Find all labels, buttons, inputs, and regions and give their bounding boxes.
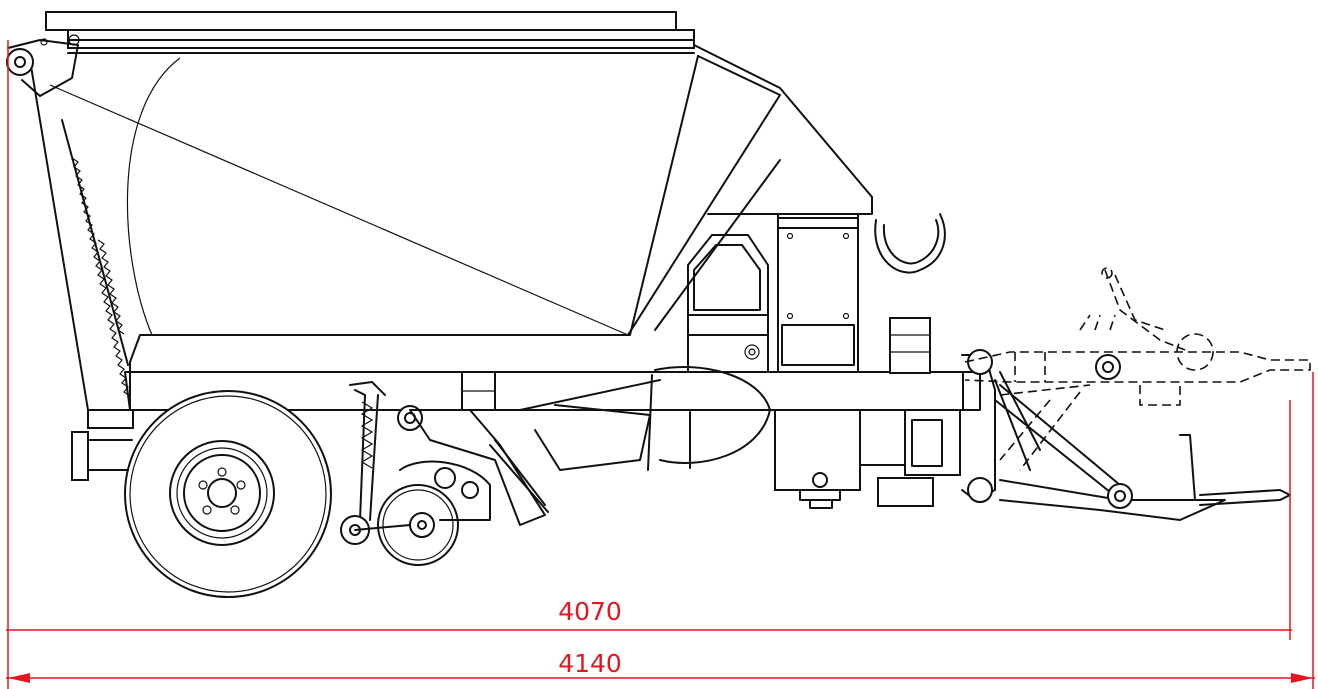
hose-loop (874, 213, 946, 274)
dimensions (6, 40, 1315, 689)
coulter-unit (340, 379, 661, 566)
metering-unit (687, 213, 961, 509)
fan-drum (647, 366, 771, 471)
hopper (6, 11, 873, 411)
hitch-linkage (961, 349, 1291, 521)
dimension-label-4140: 4140 (558, 649, 622, 678)
dimension-label-4070: 4070 (558, 597, 622, 626)
dashed-transport-position (964, 267, 1311, 471)
rear-light (71, 431, 133, 481)
main-wheel (124, 390, 332, 598)
